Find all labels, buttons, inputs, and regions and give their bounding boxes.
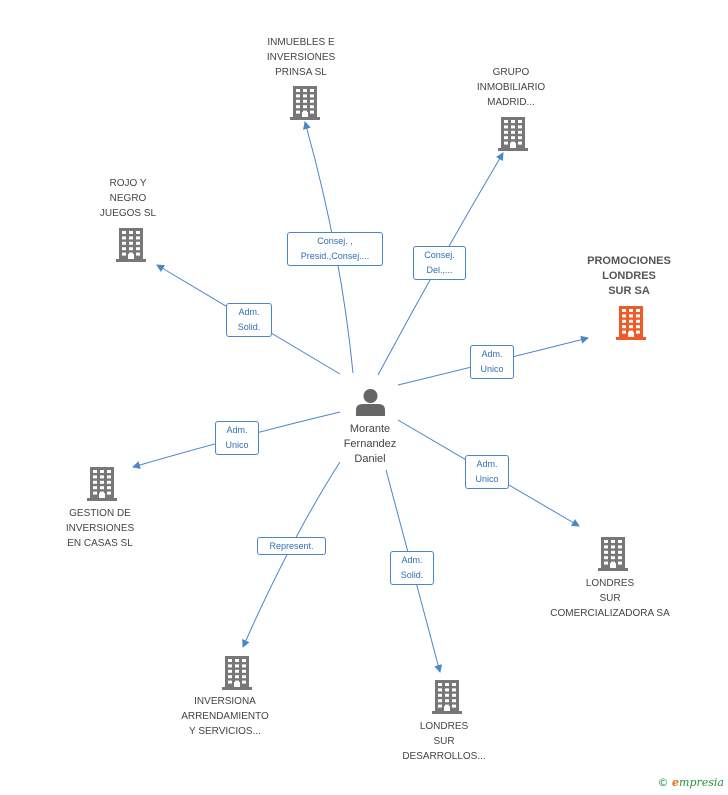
- center-person-name[interactable]: Morante Fernandez Daniel: [343, 423, 397, 465]
- brand-logo-text: mpresia: [679, 776, 724, 789]
- company-label-inversiona[interactable]: INVERSIONA ARRENDAMIENTO Y SERVICIOS...: [181, 696, 269, 737]
- relation-role-grupo[interactable]: Consej. Del.,...: [413, 246, 466, 280]
- building-icon: [432, 680, 462, 719]
- company-label-comercializadora[interactable]: LONDRES SUR COMERCIALIZADORA SA: [550, 578, 670, 619]
- relation-role-rojo[interactable]: Adm. Solid.: [226, 303, 272, 337]
- brand-footer: © empresia: [658, 776, 724, 789]
- building-icon: [598, 537, 628, 576]
- building-icon: [116, 228, 146, 267]
- company-label-promociones[interactable]: PROMOCIONES LONDRES SUR SA: [587, 255, 671, 297]
- building-icon: [290, 86, 320, 125]
- building-icon: [616, 306, 646, 345]
- relation-role-gestion[interactable]: Adm. Unico: [215, 421, 259, 455]
- building-icon: [498, 117, 528, 156]
- person-icon: [356, 388, 385, 421]
- company-label-desarrollos[interactable]: LONDRES SUR DESARROLLOS...: [402, 721, 486, 762]
- relation-role-desarrollos[interactable]: Adm. Solid.: [390, 551, 434, 585]
- company-label-rojo[interactable]: ROJO Y NEGRO JUEGOS SL: [99, 178, 157, 219]
- company-label-grupo[interactable]: GRUPO INMOBILIARIO MADRID...: [476, 67, 546, 108]
- brand-logo-letter: e: [672, 776, 680, 789]
- relation-role-promociones[interactable]: Adm. Unico: [470, 345, 514, 379]
- relation-role-inmuebles[interactable]: Consej. , Presid.,Consej....: [287, 232, 383, 266]
- copyright-symbol: ©: [657, 776, 669, 789]
- company-label-gestion[interactable]: GESTION DE INVERSIONES EN CASAS SL: [65, 508, 135, 549]
- building-icon: [87, 467, 117, 506]
- relation-role-inversiona[interactable]: Represent.: [257, 537, 326, 555]
- company-label-inmuebles[interactable]: INMUEBLES E INVERSIONES PRINSA SL: [266, 37, 336, 78]
- building-icon: [222, 656, 252, 695]
- relation-role-comercializadora[interactable]: Adm. Unico: [465, 455, 509, 489]
